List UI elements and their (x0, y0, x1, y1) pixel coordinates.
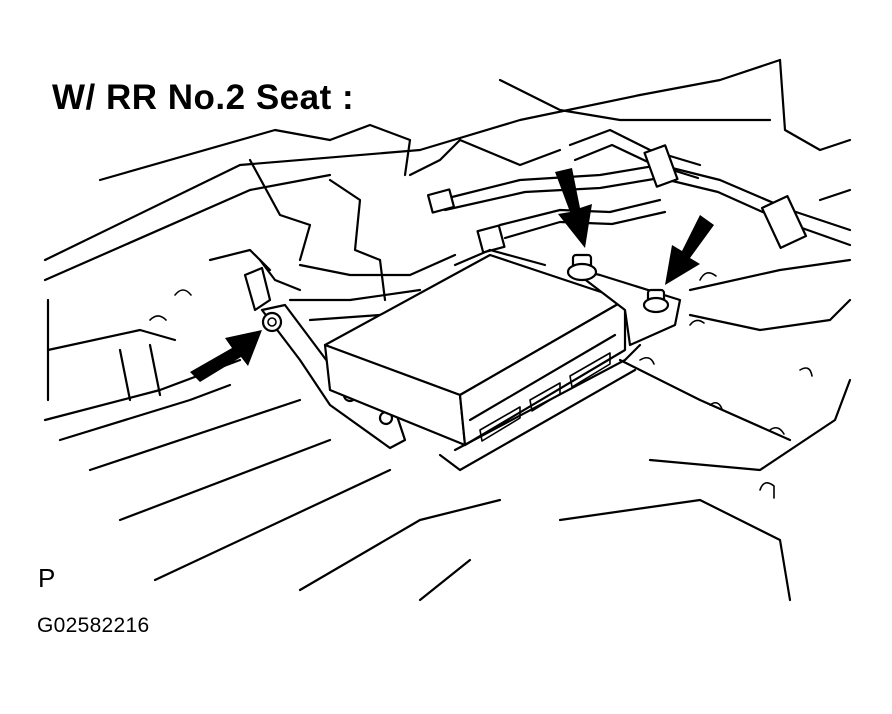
wire-harness (426, 128, 852, 254)
vehicle-body-lines (43, 58, 852, 602)
figure-title: W/ RR No.2 Seat : (52, 78, 355, 117)
right-mount-flange (566, 253, 682, 347)
figure-id: G02582216 (37, 614, 150, 637)
arrow-center-nut (555, 168, 592, 248)
view-marker: P (38, 563, 56, 593)
arrow-right-nut (665, 215, 714, 285)
arrow-left-bolt (190, 330, 262, 382)
